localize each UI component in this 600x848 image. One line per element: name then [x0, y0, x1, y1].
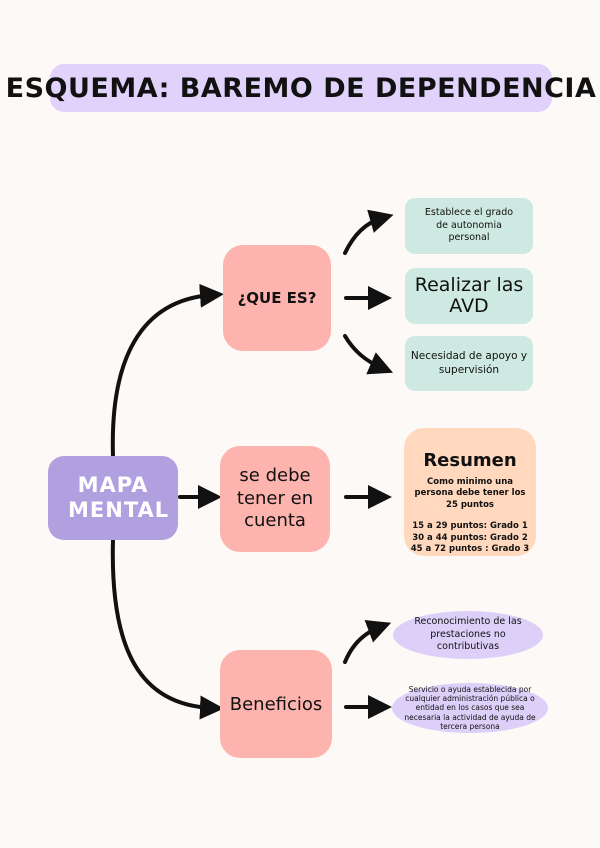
leaf-node-label: Servicio o ayuda establecida por cualqui…	[404, 684, 536, 732]
connector-beneficios-to-reconocimiento	[343, 619, 392, 664]
connector-root-to-que-es	[110, 283, 224, 458]
leaf-node-autonomia: Establece el grado de autonomia personal	[405, 198, 533, 254]
summary-title: Resumen	[423, 450, 517, 471]
summary-grades: 15 a 29 puntos: Grado 1 30 a 44 puntos: …	[404, 521, 536, 555]
branch-node-que-es: ¿QUE ES?	[223, 245, 331, 351]
leaf-node-label: Realizar las AVD	[414, 274, 524, 317]
branch-node-label: se debe tener en cuenta	[236, 465, 314, 532]
page-title: ESQUEMA: BAREMO DE DEPENDENCIA	[5, 72, 597, 104]
grade-line: 15 a 29 puntos: Grado 1	[412, 521, 528, 532]
leaf-node-label: Establece el grado de autonomia personal	[424, 207, 514, 244]
title-banner: ESQUEMA: BAREMO DE DEPENDENCIA	[6, 64, 596, 112]
leaf-node-servicio: Servicio o ayuda establecida por cualqui…	[392, 683, 548, 733]
grade-line: 30 a 44 puntos: Grado 2	[412, 532, 528, 543]
leaf-node-avd: Realizar las AVD	[405, 268, 533, 324]
summary-body: Como minimo una persona debe tener los 2…	[414, 477, 526, 510]
branch-node-label: ¿QUE ES?	[237, 289, 317, 307]
leaf-node-label: Reconocimiento de las prestaciones no co…	[414, 616, 522, 653]
leaf-node-apoyo: Necesidad de apoyo y supervisión	[405, 336, 533, 391]
root-node-label: MAPA MENTAL	[68, 472, 170, 522]
grade-line: 45 a 72 puntos : Grado 3	[410, 544, 530, 555]
summary-node-resumen: Resumen Como minimo una persona debe ten…	[404, 428, 536, 556]
connector-root-to-beneficios	[110, 538, 224, 720]
branch-node-label: Beneficios	[229, 693, 323, 715]
root-node-mapa-mental: MAPA MENTAL	[48, 456, 178, 540]
connector-que-es-to-apoyo	[343, 334, 394, 375]
branch-node-tener-en-cuenta: se debe tener en cuenta	[220, 446, 330, 552]
connector-que-es-to-autonomia	[343, 209, 394, 255]
branch-node-beneficios: Beneficios	[220, 650, 332, 758]
leaf-node-label: Necesidad de apoyo y supervisión	[410, 349, 528, 376]
leaf-node-reconocimiento: Reconocimiento de las prestaciones no co…	[393, 611, 543, 659]
